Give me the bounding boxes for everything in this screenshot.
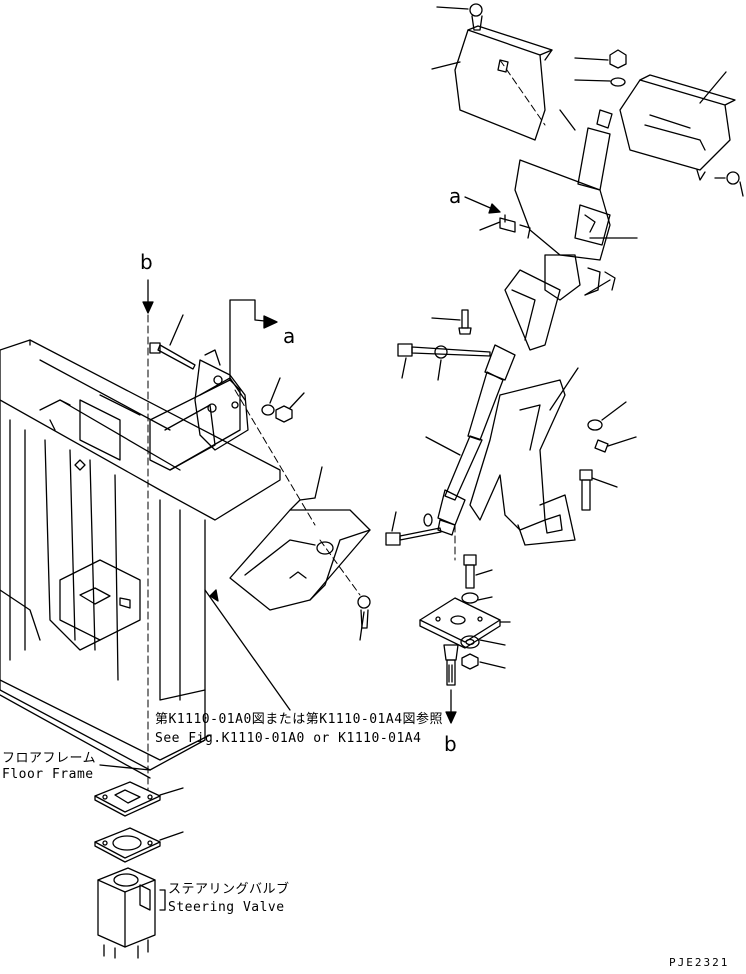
floor-frame: [0, 339, 291, 779]
frame-bolt: [149, 314, 196, 370]
callout-arrow-a-right: [464, 196, 501, 214]
column-clips: [479, 214, 616, 296]
steering-valve-label-en: Steering Valve: [168, 900, 285, 915]
callout-arrow-a-left: [229, 299, 278, 381]
plate-nut: [461, 653, 506, 670]
centerlines: [147, 59, 546, 791]
column-bracket: [469, 367, 579, 546]
frame-nut: [275, 392, 305, 423]
bracket-bolt-long: [579, 469, 618, 511]
frame-washer: [261, 377, 281, 416]
floor-frame-label-jp: フロアフレーム: [2, 751, 97, 766]
steering-column: [504, 109, 638, 351]
leader-floor-frame: [99, 764, 151, 771]
joint-bolt-lower: [385, 511, 442, 546]
bracket-washer: [587, 401, 627, 431]
bracket-bolt-small: [594, 436, 637, 453]
frame-bracket: [194, 349, 249, 451]
callout-a-lower: a: [283, 324, 296, 348]
callout-b-lower: b: [444, 732, 457, 756]
cover-bolt-top: [436, 3, 483, 31]
plate-bolt: [463, 554, 493, 589]
floor-frame-label-en: Floor Frame: [2, 767, 94, 782]
column-bolt-right: [714, 171, 744, 197]
callout-b-upper: b: [140, 250, 153, 274]
spline-shaft: [443, 644, 459, 686]
callout-a-upper: a: [449, 184, 462, 208]
grease-fitting: [431, 309, 472, 335]
steering-valve-label-jp: ステアリングバルブ: [168, 882, 290, 897]
plate-washer: [461, 592, 493, 604]
valve-gasket-upper: [94, 781, 184, 817]
mounting-plate: [419, 597, 511, 649]
callout-arrow-b-lower: [445, 689, 457, 724]
callout-arrow-b-upper: [142, 279, 154, 314]
reference-note-en: See Fig.K1110-01A0 or K1110-01A4: [155, 731, 422, 746]
steering-valve: [97, 867, 166, 959]
joint-washer-lower: [423, 513, 433, 527]
floor-cover: [229, 466, 371, 611]
cover-nut: [574, 49, 627, 69]
drawing-code: PJE2321: [669, 956, 730, 969]
reference-note-jp: 第K1110-01A0図または第K1110-01A4図参照: [155, 712, 444, 727]
joint-washer-upper: [434, 345, 448, 381]
column-cover-left: [431, 25, 553, 141]
seal-ring: [460, 635, 506, 649]
joint-bolt-upper: [397, 343, 491, 379]
cover-bolt-lower: [357, 595, 371, 641]
cover-washer: [574, 77, 626, 87]
valve-gasket-lower: [94, 827, 184, 863]
column-cover-right: [619, 71, 736, 181]
